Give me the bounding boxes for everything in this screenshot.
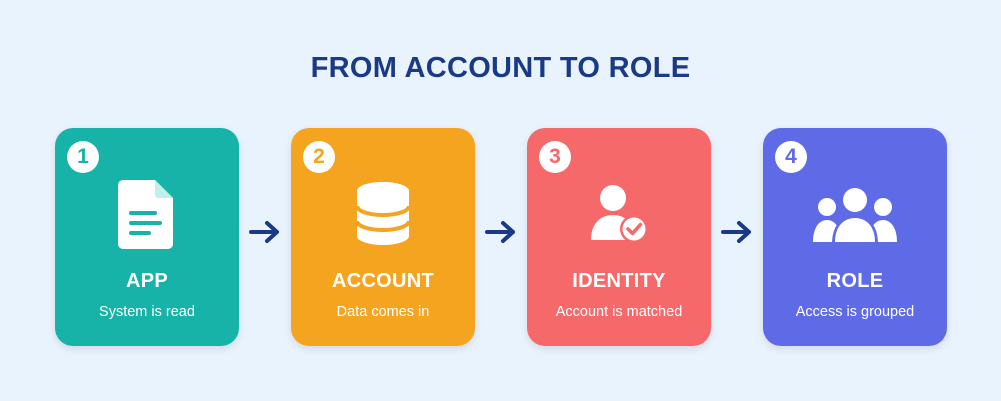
step-description: Data comes in [336, 304, 430, 320]
step-heading: ACCOUNT [331, 270, 435, 292]
document-icon [117, 180, 177, 250]
step-description: System is read [99, 304, 195, 320]
arrow-right-icon [484, 218, 518, 246]
diagram-title: FROM ACCOUNT TO ROLE [310, 52, 691, 84]
user-group-icon [810, 180, 900, 250]
step-card-role: 4 ROLE Access is grouped [763, 128, 947, 346]
step-card-identity: 3 IDENTITY Account is matched [527, 128, 711, 346]
step-heading: IDENTITY [572, 270, 666, 292]
step-description: Access is grouped [795, 304, 915, 320]
step-number-badge: 2 [303, 141, 335, 173]
user-check-icon [589, 180, 649, 250]
step-card-app: 1 APP System is read [55, 128, 239, 346]
arrow-right-icon [720, 218, 754, 246]
step-description: Account is matched [555, 304, 683, 320]
step-heading: ROLE [826, 270, 884, 292]
arrow-right-icon [248, 218, 282, 246]
step-heading: APP [125, 270, 169, 292]
step-number-badge: 4 [775, 141, 807, 173]
step-card-account: 2 ACCOUNT Data comes in [291, 128, 475, 346]
database-icon [353, 180, 413, 250]
step-number-badge: 1 [67, 141, 99, 173]
step-number-badge: 3 [539, 141, 571, 173]
